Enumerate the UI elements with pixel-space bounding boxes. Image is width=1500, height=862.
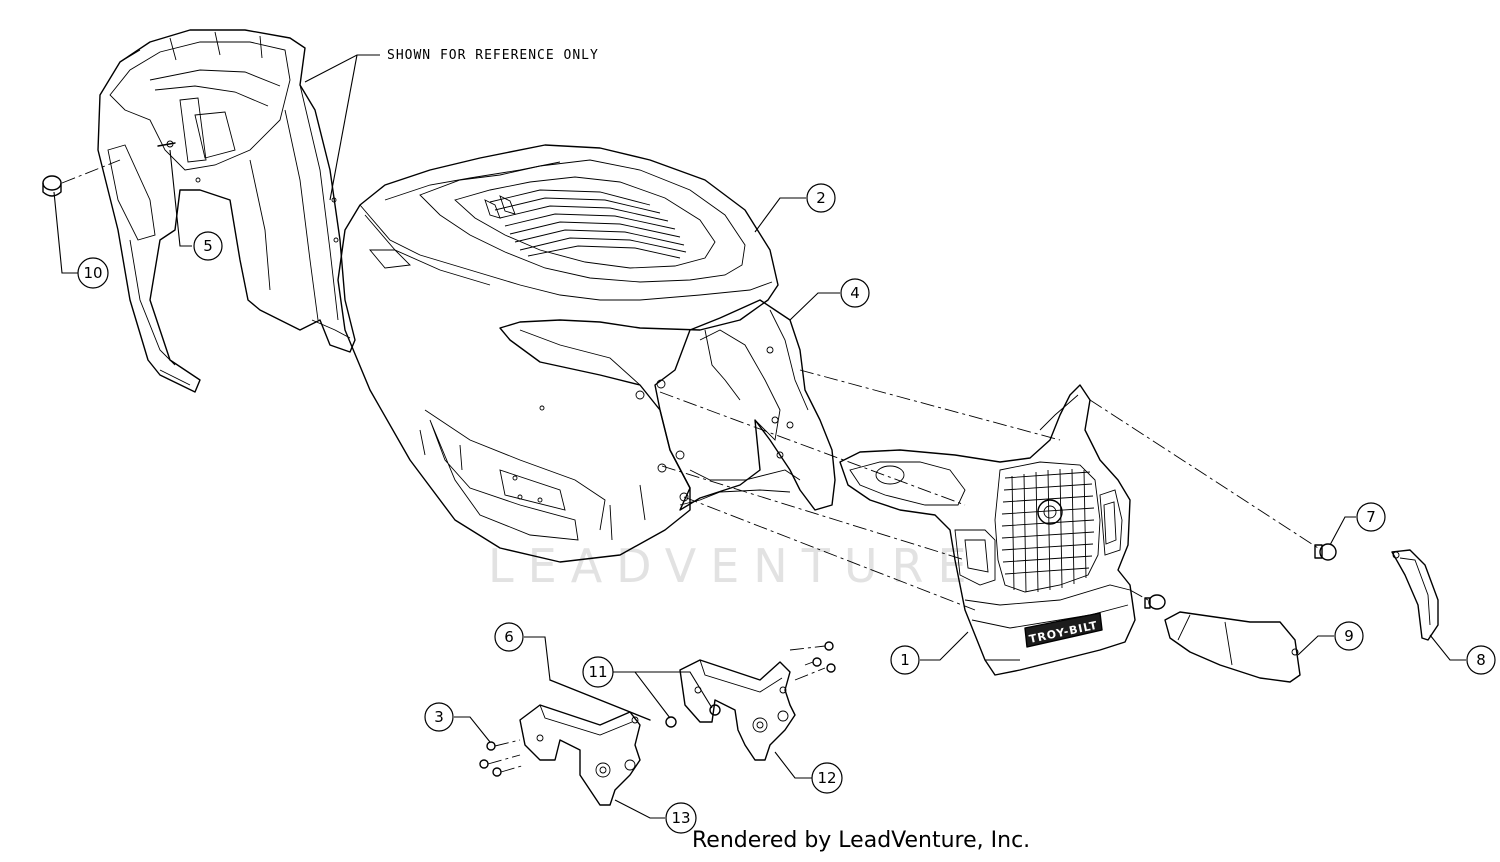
dash-panel-reference <box>97 29 356 393</box>
alignment-lines <box>659 369 1319 611</box>
callout-2: 2 <box>806 183 836 213</box>
hood-grille-slots <box>484 189 687 259</box>
part-9-headlight <box>1164 611 1301 683</box>
reference-leader-2 <box>329 54 358 201</box>
reference-leader-1 <box>304 54 380 83</box>
callout-9: 9 <box>1334 621 1364 651</box>
part-2-hood <box>337 144 779 563</box>
callout-11-label: 11 <box>588 663 607 681</box>
part-7-plug <box>1314 543 1337 561</box>
callout-9-label: 9 <box>1344 627 1354 645</box>
callout-4: 4 <box>840 278 870 308</box>
callout-10: 10 <box>77 257 109 289</box>
dash-line-10 <box>61 159 121 184</box>
callout-8: 8 <box>1466 645 1496 675</box>
callout-13-label: 13 <box>671 809 690 827</box>
part-6-rod <box>549 679 651 721</box>
callout-4-label: 4 <box>850 284 860 302</box>
callout-12-label: 12 <box>817 769 836 787</box>
callout-11: 11 <box>582 656 614 688</box>
callout-2-label: 2 <box>816 189 826 207</box>
part-10-knob <box>42 175 62 197</box>
callout-5-label: 5 <box>203 237 213 255</box>
callout-6-label: 6 <box>504 628 514 646</box>
footer-credit: Rendered by LeadVenture, Inc. <box>692 828 1031 853</box>
part-4-hood-bracket <box>635 299 836 511</box>
callout-7-label: 7 <box>1366 508 1376 526</box>
callout-12: 12 <box>811 762 843 794</box>
callout-1: 1 <box>890 645 920 675</box>
callout-leaders <box>53 149 1466 819</box>
grille-plug <box>1144 594 1166 610</box>
callout-3: 3 <box>424 702 454 732</box>
callout-10-label: 10 <box>83 264 102 282</box>
fasteners <box>479 641 836 777</box>
part-12-right-bracket <box>679 659 796 761</box>
grille-mesh <box>1001 468 1095 593</box>
part-5-pin <box>157 140 176 148</box>
callout-3-label: 3 <box>434 708 444 726</box>
callout-6: 6 <box>494 622 524 652</box>
callout-1-label: 1 <box>900 651 910 669</box>
callout-7: 7 <box>1356 502 1386 532</box>
troy-bilt-badge <box>1024 612 1103 648</box>
reference-note: SHOWN FOR REFERENCE ONLY <box>387 48 599 63</box>
part-1-front-grille: TROY-BILT <box>839 384 1136 676</box>
callout-8-label: 8 <box>1476 651 1486 669</box>
watermark-text: LEADVENTURE <box>488 539 981 593</box>
callout-5: 5 <box>193 231 223 261</box>
part-13-left-bracket <box>519 704 641 806</box>
part-8-lens <box>1391 549 1439 641</box>
callout-13: 13 <box>665 802 697 834</box>
